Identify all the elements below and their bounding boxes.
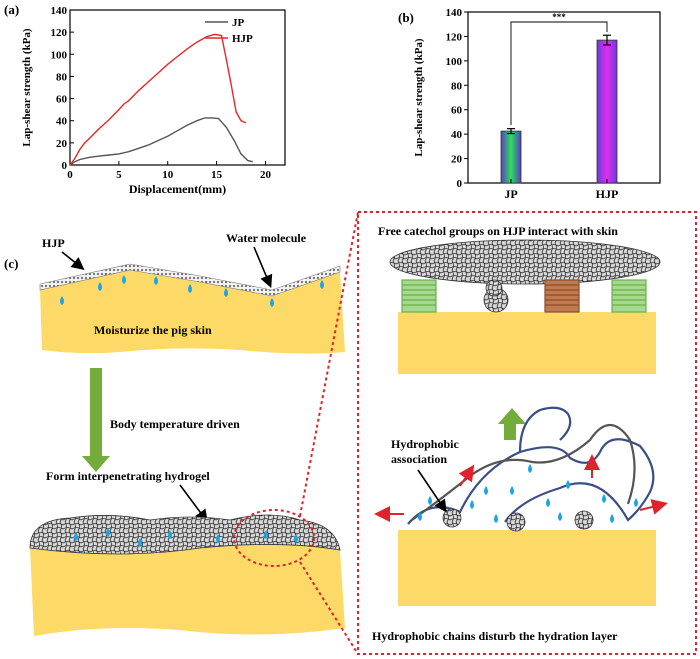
zoom-detail-box [357, 211, 697, 655]
water-droplets-right [418, 464, 638, 523]
y-tick-label: 0 [62, 160, 68, 172]
hydrophobic-chain-illustration: Hydrophobic association [374, 406, 668, 606]
pig-skin-block-bottom [30, 544, 345, 636]
up-arrow-icon [498, 408, 526, 440]
catechol-label: Free catechol groups on HJP interact wit… [378, 224, 618, 238]
interpenetrating-hydrogel-illustration [29, 509, 345, 636]
legend-label-jp: JP [232, 17, 245, 29]
y-axis-label: Lap-shear strength (kPa) [21, 28, 33, 146]
line-chart: 0 5 10 15 20 0 20 40 60 80 100 120 140Displacement(m… [21, 5, 286, 196]
water-molecule-label: Water molecule [226, 231, 307, 245]
bar-hjp [596, 39, 618, 184]
skin-block-lower [398, 530, 656, 606]
red-force-arrows [374, 454, 668, 522]
y-tick-label: 140 [51, 5, 68, 17]
water-droplets-bottom [74, 528, 298, 547]
x-tick-label: 15 [211, 169, 223, 181]
y-tick-label: 20 [451, 154, 463, 166]
zoom-circle [233, 509, 315, 567]
hydrophobic-clusters [442, 508, 594, 532]
hjp-membrane [39, 263, 341, 297]
spring-brown [544, 279, 580, 313]
panel-a-label: (a) [4, 2, 19, 17]
y-tick-label: 100 [446, 56, 463, 68]
y-tick-label: 80 [451, 80, 463, 92]
x-tick-label: 5 [116, 169, 122, 181]
y-tick-label: 140 [446, 7, 463, 19]
series-line-jp [69, 117, 253, 166]
spring-green-left [401, 279, 437, 313]
y-tick-label: 120 [446, 31, 463, 43]
hydrogel-layer [29, 514, 341, 555]
polymer-chain-blue-loop [518, 406, 572, 453]
x-axis-label: Displacement(mm) [129, 182, 226, 196]
y-tick-label: 40 [56, 116, 68, 128]
significance-bracket [510, 21, 608, 126]
catechol-interaction-illustration [389, 239, 661, 374]
skin-block-upper [398, 312, 656, 374]
series-line-hjp [69, 33, 247, 166]
hydration-label: Hydrophobic chains disturb the hydration… [372, 629, 618, 643]
moisturized-skin-illustration: HJP Water molecule Moisturize the pig sk… [39, 231, 345, 354]
y-axis-label: Lap-shear strength (kPa) [413, 38, 425, 156]
y-tick-label: 40 [451, 129, 463, 141]
legend-label-hjp: HJP [232, 33, 253, 45]
plot-frame [467, 11, 661, 184]
x-tick-label-jp: JP [504, 187, 517, 201]
x-tick-label: 20 [260, 169, 272, 181]
panel-b-label: (b) [398, 10, 414, 25]
y-tick-label: 120 [51, 27, 68, 39]
y-tick-label: 80 [56, 71, 68, 83]
down-arrow-icon [82, 368, 110, 472]
hydrophobic-label-line1: Hydrophobic [391, 437, 459, 451]
x-tick-label: 0 [67, 169, 73, 181]
hydrophobic-label-line2: association [391, 452, 447, 466]
water-droplets-top [60, 275, 324, 307]
y-tick-label: 60 [451, 105, 463, 117]
polymer-chain-blue [407, 438, 655, 525]
y-tick-label: 20 [56, 138, 68, 150]
hydrogel-network-disc [389, 239, 661, 285]
spring-green-right [611, 279, 647, 313]
pig-skin-block-top [40, 270, 345, 354]
x-tick-label: 10 [162, 169, 174, 181]
hjp-label: HJP [42, 236, 65, 250]
interpenetrating-label: Form interpenetrating hydrogel [46, 469, 210, 483]
y-tick-label: 100 [51, 49, 68, 61]
moisturize-label: Moisturize the pig skin [94, 323, 212, 337]
bar-jp [500, 130, 522, 184]
panel-c-label: (c) [4, 256, 18, 271]
x-tick-label-hjp: HJP [596, 187, 619, 201]
y-tick-label: 0 [457, 178, 463, 190]
body-temperature-label: Body temperature driven [110, 417, 240, 431]
significance-label: *** [552, 12, 566, 22]
plot-frame [69, 9, 286, 166]
y-tick-label: 60 [56, 94, 68, 106]
